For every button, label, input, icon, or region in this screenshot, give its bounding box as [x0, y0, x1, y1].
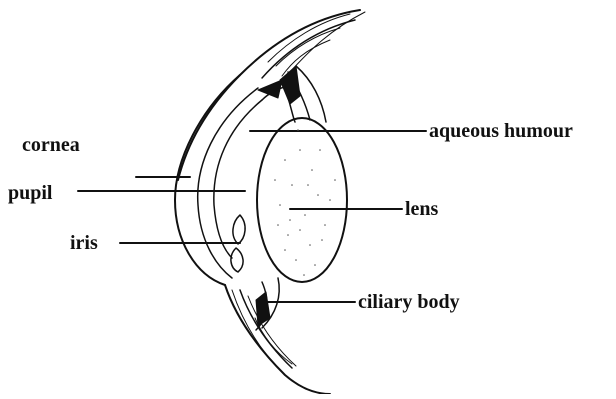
- sclera-band-4: [282, 40, 330, 76]
- label-lens: lens: [405, 199, 438, 219]
- label-pupil: pupil: [8, 183, 52, 203]
- cornea-outer: [175, 75, 240, 285]
- lens-stipple: [274, 129, 336, 276]
- ciliary-upper-fill: [280, 66, 300, 104]
- pupil-boundary: [214, 100, 262, 258]
- sclera-inner-upper: [262, 20, 355, 78]
- iris-lower-lobe-2: [231, 248, 243, 272]
- label-ciliary-body: ciliary body: [358, 292, 460, 312]
- iris-lower-lobe-1: [233, 215, 245, 244]
- label-iris: iris: [70, 233, 98, 253]
- label-aqueous-humour: aqueous humour: [429, 121, 573, 141]
- sclera-band-lower-2: [248, 296, 296, 366]
- label-cornea: cornea: [22, 135, 80, 155]
- lens-shape: [257, 118, 347, 282]
